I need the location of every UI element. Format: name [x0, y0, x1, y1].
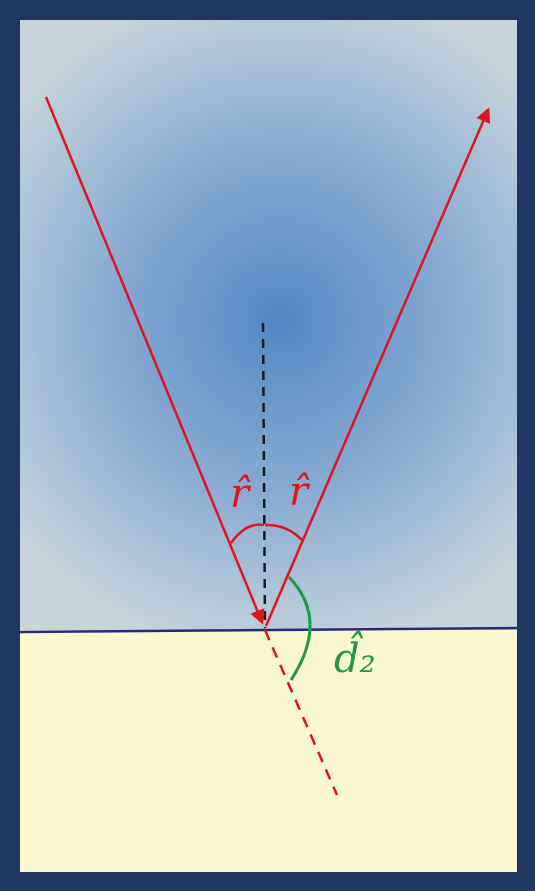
incident-ray: [44, 96, 265, 625]
incident-angle-label: r̂: [230, 471, 252, 517]
reflected-angle-arc: [264, 523, 304, 542]
normal-line: [261, 322, 267, 629]
upper-medium: [20, 20, 517, 632]
incident-angle-arc: [229, 523, 265, 544]
deviation-angle-arc: [287, 575, 312, 681]
lower-medium: [20, 630, 517, 872]
reflected-angle-label: r̂: [289, 469, 311, 515]
deviation-angle-label: d̂₂: [334, 632, 376, 682]
interface-line: [19, 626, 518, 634]
